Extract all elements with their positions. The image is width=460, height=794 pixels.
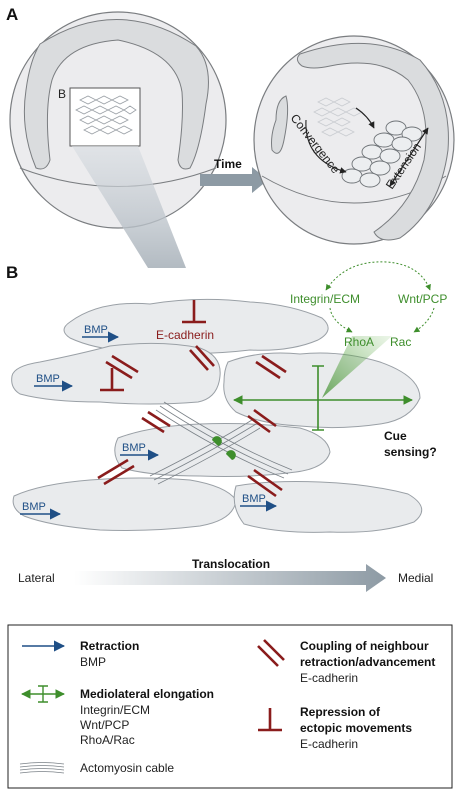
legend-repression-title1: Repression of bbox=[300, 705, 381, 719]
legend-ml-sub3: RhoA/Rac bbox=[80, 733, 135, 747]
legend-ml-sub1: Integrin/ECM bbox=[80, 703, 150, 717]
wnt-label: Wnt/PCP bbox=[398, 292, 447, 306]
integrin-label: Integrin/ECM bbox=[290, 292, 360, 306]
cue-line-1: Cue bbox=[384, 429, 407, 443]
bmp-label-1: BMP bbox=[84, 324, 108, 336]
inset-cells bbox=[75, 95, 137, 135]
panel-a-letter: A bbox=[6, 5, 18, 24]
time-arrow bbox=[200, 167, 268, 193]
myosin-dot-2 bbox=[226, 450, 236, 460]
bmp-label-4: BMP bbox=[22, 501, 46, 513]
ecadherin-label: E-cadherin bbox=[156, 328, 214, 342]
cue-line-2: sensing? bbox=[384, 445, 437, 459]
legend-ml-bar bbox=[38, 685, 48, 703]
legend-actomyosin-label: Actomyosin cable bbox=[80, 761, 174, 775]
signal-cycle bbox=[325, 261, 435, 333]
legend-coupling-title1: Coupling of neighbour bbox=[300, 639, 429, 653]
legend-ml-sub2: Wnt/PCP bbox=[80, 718, 129, 732]
legend-repression-icon bbox=[258, 708, 282, 732]
legend-box bbox=[7, 624, 453, 789]
time-label: Time bbox=[214, 157, 242, 171]
medial-label: Medial bbox=[398, 571, 433, 585]
extension-arrow-up bbox=[389, 127, 429, 187]
inset-letter: B bbox=[58, 87, 66, 101]
bmp-label-3: BMP bbox=[122, 442, 146, 454]
cell-bottom-right bbox=[233, 481, 423, 533]
legend-coupling-sub: E-cadherin bbox=[300, 671, 358, 685]
legend-retraction-title: Retraction bbox=[80, 639, 139, 653]
inset-box bbox=[69, 87, 141, 147]
translocation-arrow bbox=[74, 564, 386, 592]
embryo-late bbox=[253, 35, 455, 245]
cell-top bbox=[63, 298, 329, 355]
legend-repression-title2: ectopic movements bbox=[300, 721, 412, 735]
actomyosin-cable bbox=[149, 401, 293, 485]
cell-bottom-left bbox=[12, 477, 237, 531]
legend-ml-title: Mediolateral elongation bbox=[80, 687, 214, 701]
legend-coupling-icon bbox=[257, 639, 285, 667]
convergence-arrow bbox=[305, 119, 347, 174]
rac-label: Rac bbox=[390, 335, 411, 349]
zoom-funnel bbox=[72, 146, 186, 268]
translocation-label: Translocation bbox=[192, 557, 270, 571]
coupling-marks bbox=[97, 345, 287, 498]
lateral-label: Lateral bbox=[18, 571, 55, 585]
cell-mid-right bbox=[223, 352, 421, 429]
converged-cells bbox=[341, 120, 423, 188]
ml-elongation-bar bbox=[312, 365, 324, 431]
legend-retraction-sub: BMP bbox=[80, 655, 106, 669]
bmp-label-5: BMP bbox=[242, 493, 266, 505]
legend-actomyosin-icon bbox=[19, 762, 65, 774]
bmp-arrows bbox=[20, 331, 278, 520]
bmp-label-2: BMP bbox=[36, 373, 60, 385]
repression-marks bbox=[100, 300, 206, 392]
cue-cone bbox=[322, 336, 392, 398]
rhoa-label: RhoA bbox=[344, 335, 374, 349]
legend-repression-sub: E-cadherin bbox=[300, 737, 358, 751]
myosin-dot-1 bbox=[212, 436, 222, 446]
panel-b-letter: B bbox=[6, 263, 18, 282]
legend-coupling-title2: retraction/advancement bbox=[300, 655, 435, 669]
inner-arrow bbox=[355, 107, 375, 129]
